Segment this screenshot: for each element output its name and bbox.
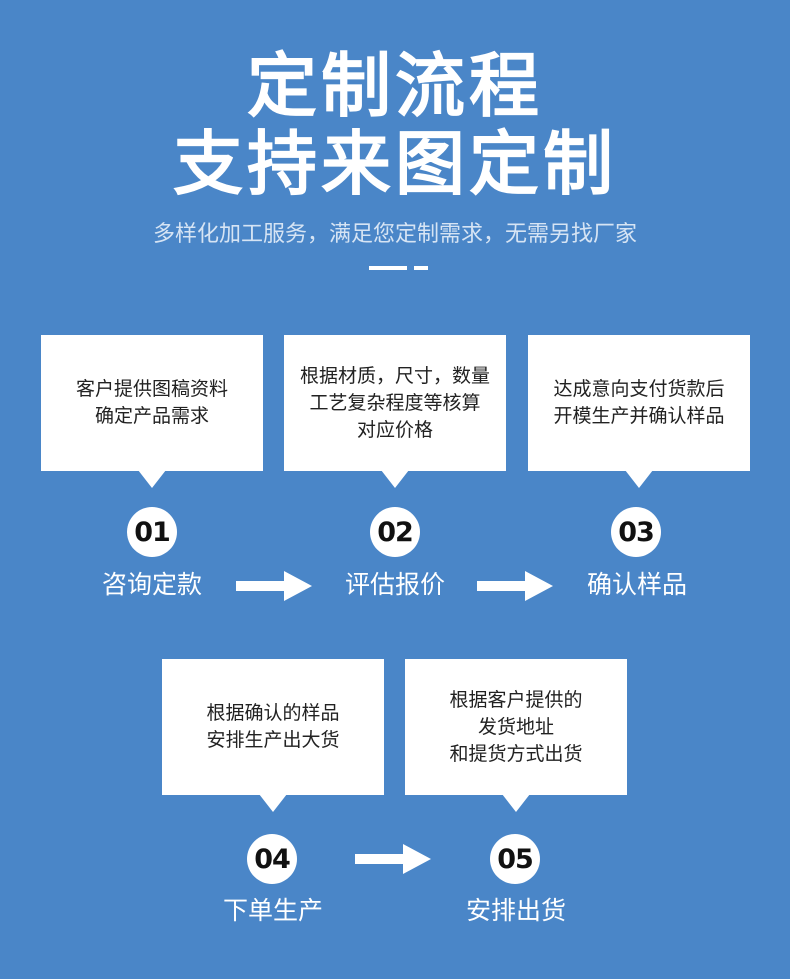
step-card-02: 根据材质，尺寸，数量 工艺复杂程度等核算 对应价格 <box>284 335 506 488</box>
step-card-01: 客户提供图稿资料 确定产品需求 <box>41 335 263 488</box>
step-number-04: 04 <box>247 834 297 884</box>
page-title: 定制流程 <box>247 45 543 127</box>
card-pointer <box>502 794 530 812</box>
step-card-05: 根据客户提供的 发货地址 和提货方式出货 <box>405 659 627 812</box>
step-name-02: 评估报价 <box>344 570 445 599</box>
step-desc-line: 对应价格 <box>356 418 433 441</box>
step-desc-line: 客户提供图稿资料 <box>75 378 228 400</box>
divider-line <box>369 266 407 270</box>
step-desc-line: 确定产品需求 <box>94 405 209 427</box>
step-number-03: 03 <box>611 507 661 557</box>
card-pointer <box>138 470 166 488</box>
step-card-03: 达成意向支付货款后 开模生产并确认样品 <box>528 335 750 488</box>
arrow-right-icon <box>477 571 553 601</box>
step-desc-line: 开模生产并确认样品 <box>553 405 725 427</box>
step-name-04: 下单生产 <box>222 896 323 925</box>
step-desc-line: 工艺复杂程度等核算 <box>309 391 481 414</box>
tagline: 多样化加工服务，满足您定制需求，无需另找厂家 <box>152 222 637 247</box>
card-pointer <box>381 470 409 488</box>
step-name-05: 安排出货 <box>465 896 566 925</box>
step-number-01: 01 <box>127 507 177 557</box>
arrow-right-icon <box>355 844 431 874</box>
step-desc-line: 根据材质，尺寸，数量 <box>299 364 490 387</box>
step-card-04: 根据确认的样品 安排生产出大货 <box>162 659 384 812</box>
card-pointer <box>625 470 653 488</box>
step-desc-line: 根据确认的样品 <box>206 702 340 724</box>
step-desc-line: 和提货方式出货 <box>449 742 583 765</box>
step-number-02: 02 <box>370 507 420 557</box>
step-name-03: 确认样品 <box>586 570 687 599</box>
arrow-right-icon <box>236 571 312 601</box>
step-desc-line: 根据客户提供的 <box>449 688 583 711</box>
card-pointer <box>259 794 287 812</box>
step-desc-line: 发货地址 <box>477 715 554 738</box>
page-subtitle-title: 支持来图定制 <box>173 123 617 205</box>
step-desc-line: 达成意向支付货款后 <box>553 378 725 400</box>
step-name-01: 咨询定款 <box>101 570 202 599</box>
step-desc-line: 安排生产出大货 <box>206 729 340 751</box>
step-number-05: 05 <box>490 834 540 884</box>
divider-dot <box>414 266 428 270</box>
